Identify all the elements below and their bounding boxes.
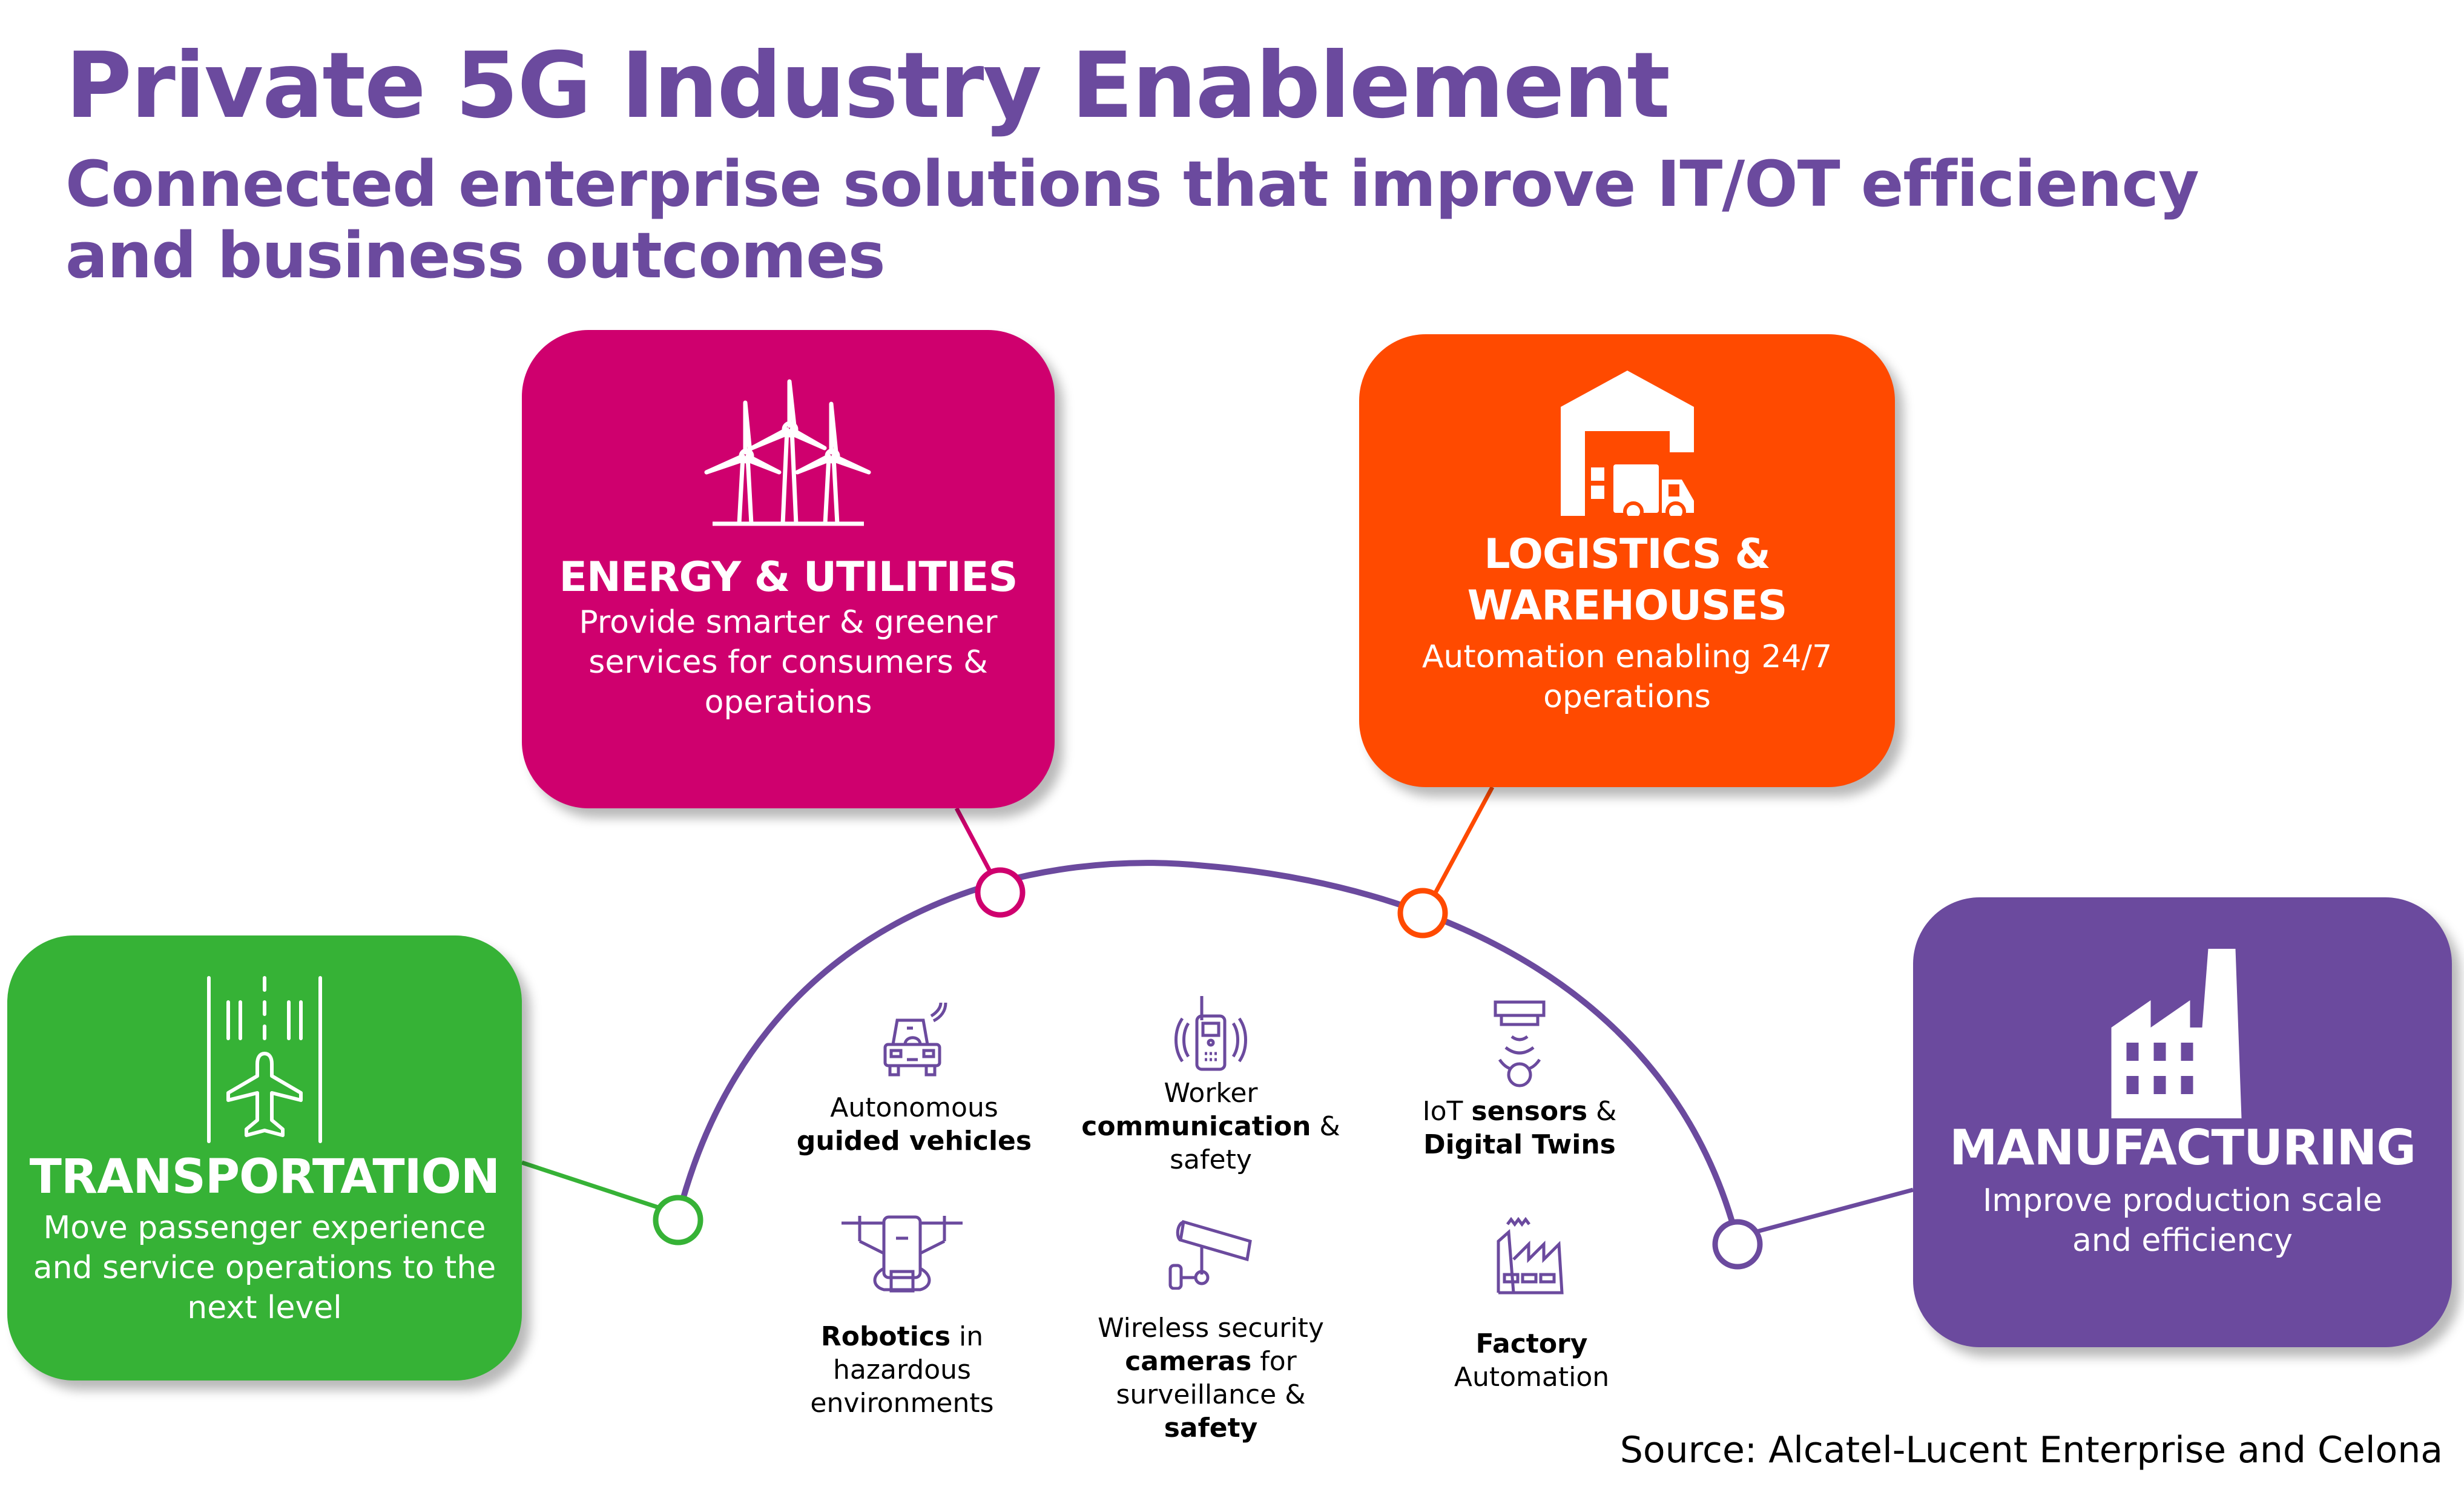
iot-line2: Digital Twins (1423, 1129, 1616, 1160)
robotics-line1-bold: Robotics (820, 1321, 951, 1352)
robotics-line2: hazardous (833, 1354, 971, 1385)
transport-connector-line (521, 1160, 661, 1210)
factory-automation-icon (1497, 1217, 1564, 1295)
manufacturing-connector-line (1754, 1187, 1914, 1235)
cameras-line3-bold: safety (1164, 1413, 1258, 1443)
iot-sensor-icon (1494, 1000, 1546, 1087)
drone-robot-icon (842, 1215, 963, 1293)
worker-line2-bold: communication (1081, 1111, 1311, 1142)
wind-turbines-icon (704, 379, 871, 526)
worker-line3: safety (1170, 1144, 1252, 1175)
energy-description: Provide smarter & greener services for c… (579, 604, 998, 721)
energy-connector-line (954, 807, 995, 878)
cameras-line2-bold: cameras (1125, 1346, 1252, 1377)
energy-utilities-card: ENERGY & UTILITIES Provide smarter & gre… (522, 330, 1055, 808)
page-title: Private 5G Industry Enablement (65, 33, 1670, 139)
manufacturing-title: MANUFACTURING (1949, 1120, 2416, 1176)
iot-line1-pre: IoT (1422, 1096, 1472, 1127)
use-case-agv: Autonomous guided vehicles (787, 999, 1041, 1158)
autonomous-vehicle-icon (883, 1002, 947, 1077)
agv-line2: guided vehicles (796, 1126, 1032, 1156)
factory-icon (2111, 949, 2242, 1118)
transportation-card: TRANSPORTATION Move passenger experience… (7, 935, 522, 1381)
logistics-node (1397, 888, 1448, 939)
security-camera-icon (1168, 1219, 1252, 1290)
use-case-iot-sensors: IoT sensors & Digital Twins (1392, 999, 1647, 1161)
iot-line1-bold: sensors (1471, 1096, 1588, 1127)
airplane-runway-icon (207, 976, 322, 1143)
cameras-line3-pre: surveillance & (1116, 1379, 1306, 1410)
source-citation: Source: Alcatel-Lucent Enterprise and Ce… (1619, 1429, 2443, 1471)
transport-node (653, 1195, 703, 1245)
energy-title: ENERGY & UTILITIES (559, 553, 1018, 601)
use-case-robotics: Robotics in hazardous environments (775, 1211, 1029, 1420)
transportation-title: TRANSPORTATION (29, 1150, 500, 1204)
factory-line1: Factory (1475, 1328, 1588, 1359)
transportation-description: Move passenger experience and service op… (33, 1210, 496, 1326)
iot-line1-post: & (1587, 1096, 1617, 1127)
manufacturing-description: Improve production scale and efficiency (1982, 1183, 2383, 1259)
logistics-warehouses-card: LOGISTICS & WAREHOUSES Automation enabli… (1359, 334, 1895, 787)
worker-line1: Worker (1164, 1078, 1258, 1109)
use-case-factory-automation: Factory Automation (1411, 1217, 1653, 1394)
page-subtitle: Connected enterprise solutions that impr… (65, 147, 2199, 292)
agv-line1: Autonomous (830, 1092, 998, 1123)
worker-line2-rest: & (1311, 1111, 1340, 1142)
robotics-line3: environments (810, 1388, 994, 1419)
warehouse-truck-icon (1560, 371, 1694, 516)
walkie-talkie-icon (1174, 996, 1247, 1071)
use-case-security-cameras: Wireless security cameras for surveillan… (1066, 1217, 1356, 1445)
logistics-description: Automation enabling 24/7 operations (1421, 639, 1833, 715)
manufacturing-card: MANUFACTURING Improve production scale a… (1913, 897, 2452, 1347)
robotics-line1-post: in (950, 1321, 984, 1352)
manufacturing-node (1712, 1219, 1763, 1270)
logistics-title-line1: LOGISTICS & (1484, 530, 1771, 578)
cameras-line2-post: for (1251, 1346, 1297, 1377)
energy-node (975, 867, 1026, 918)
cameras-line1: Wireless security (1098, 1313, 1324, 1344)
logistics-title-line2: WAREHOUSES (1467, 582, 1788, 630)
use-case-worker-communication: Worker communication & safety (1078, 993, 1344, 1176)
arc-path (675, 860, 1741, 1242)
factory-line2: Automation (1454, 1362, 1610, 1393)
logistics-connector-line (1431, 786, 1495, 897)
